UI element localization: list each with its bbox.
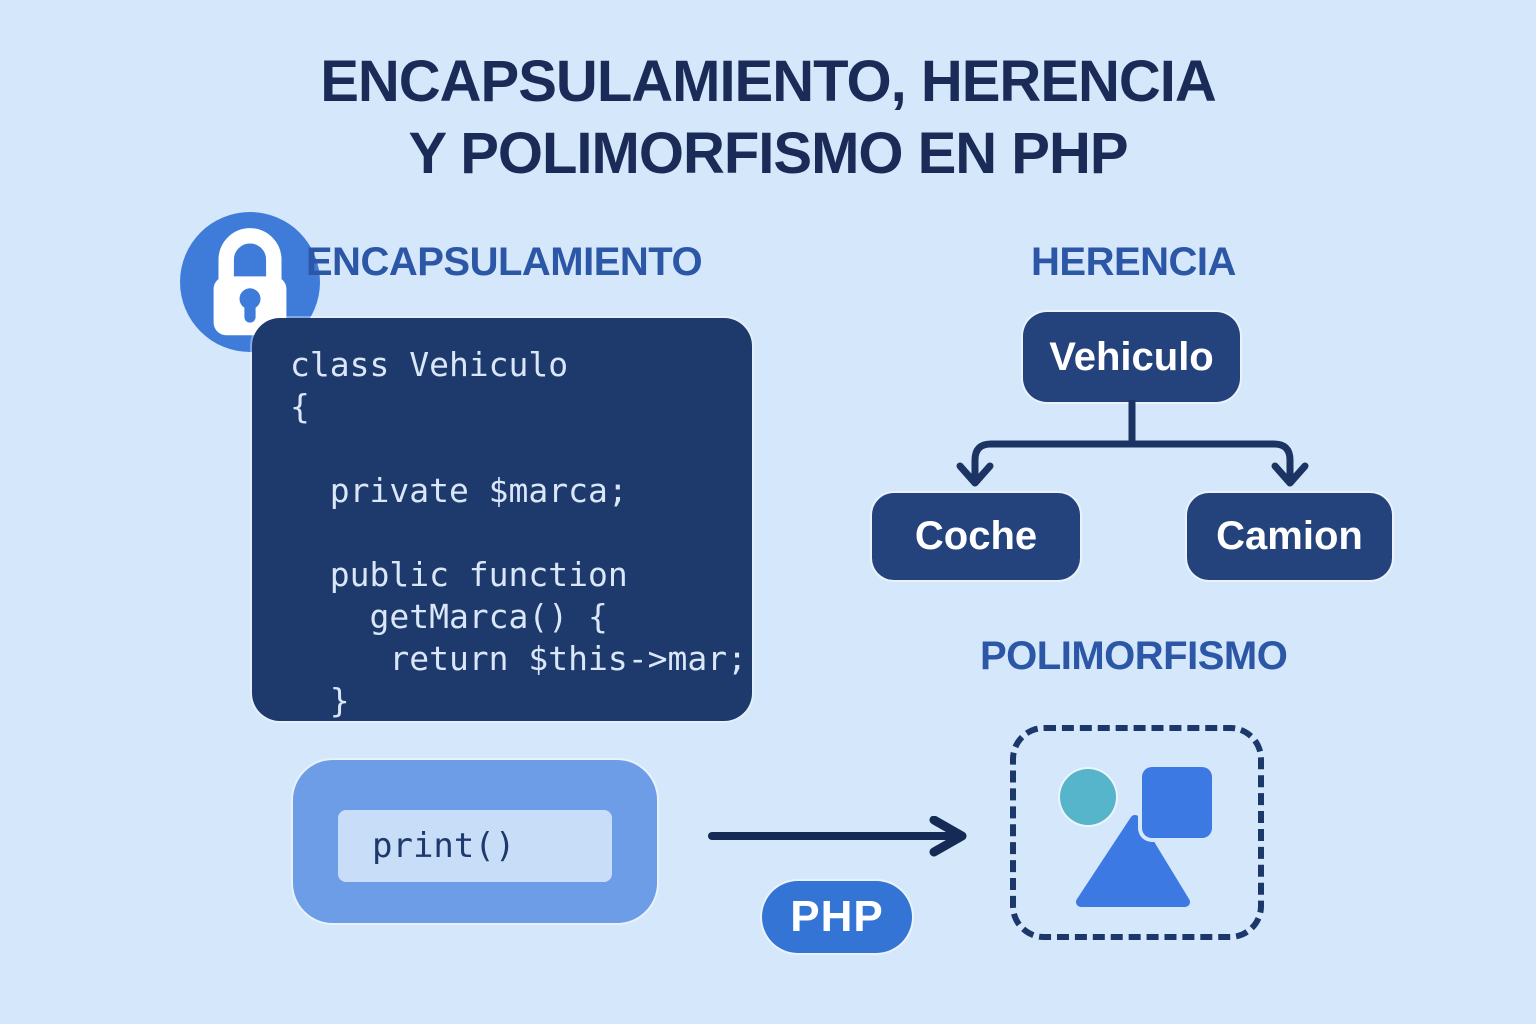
polymorphism-dashed-box	[1010, 725, 1264, 940]
code-line: private $marca;	[290, 471, 628, 510]
code-line: return $this->mar;	[290, 639, 747, 678]
inheritance-connector	[956, 400, 1309, 487]
arrow-down-icon	[1271, 462, 1309, 487]
right-arrow-icon	[708, 816, 967, 857]
blue-triangle-shape	[1076, 815, 1190, 907]
php-badge: PHP	[762, 881, 912, 953]
php-code-block: class Vehiculo { private $marca; public …	[252, 318, 752, 721]
tree-node-coche: Coche	[872, 493, 1080, 580]
code-line	[290, 428, 752, 470]
encapsulation-heading: ENCAPSULAMIENTO	[305, 240, 703, 284]
polymorphism-heading: POLIMORFISMO	[980, 634, 1288, 678]
code-line	[290, 512, 752, 554]
arrow-down-icon	[956, 462, 994, 487]
code-line: {	[290, 387, 310, 426]
blue-square-shape	[1142, 767, 1212, 838]
code-line: public function	[290, 555, 628, 594]
page-title: ENCAPSULAMIENTO, HERENCIA Y POLIMORFISMO…	[0, 46, 1536, 190]
code-line: class Vehiculo	[290, 345, 569, 384]
page-title-line1: ENCAPSULAMIENTO, HERENCIA	[320, 49, 1217, 114]
print-chip: print()	[293, 760, 657, 923]
tree-node-vehiculo: Vehiculo	[1023, 312, 1240, 402]
code-line: getMarca() {	[290, 597, 608, 636]
teal-circle-shape	[1060, 769, 1116, 825]
inheritance-heading: HERENCIA	[1031, 240, 1236, 284]
print-call-field: print()	[338, 810, 612, 882]
tree-node-camion: Camion	[1187, 493, 1392, 580]
code-line: }	[290, 681, 350, 720]
page-title-line2: Y POLIMORFISMO EN PHP	[408, 121, 1128, 186]
